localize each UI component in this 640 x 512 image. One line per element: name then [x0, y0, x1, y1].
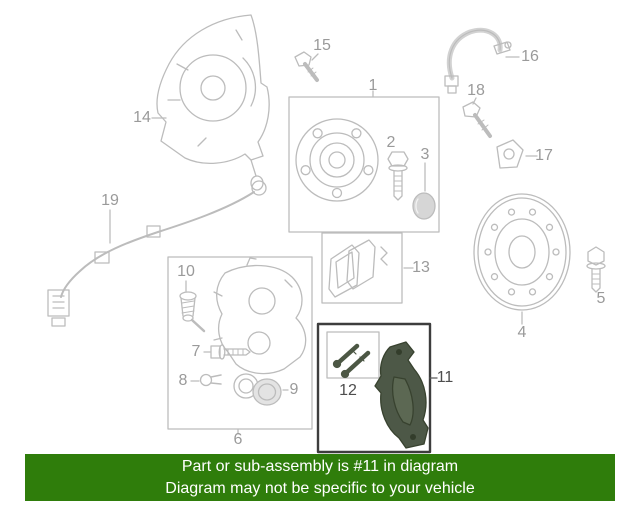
vehicle-note-banner: Part or sub-assembly is #11 in diagram D…: [25, 454, 615, 501]
callout-part-19: 19: [101, 192, 119, 209]
rotor-art: [473, 193, 571, 325]
callout-part-17: 17: [535, 147, 553, 164]
callout-part-6: 6: [233, 431, 243, 448]
abs-harness-art: [47, 180, 267, 327]
caliper-art: [213, 257, 307, 375]
brake-hose-art: [444, 27, 520, 94]
callout-part-7: 7: [191, 343, 201, 360]
callout-part-1: 1: [368, 77, 378, 94]
hub-assembly-art: [288, 90, 440, 233]
callout-part-5: 5: [596, 290, 606, 307]
splash-shield-art: [151, 14, 270, 191]
callout-part-2: 2: [386, 134, 396, 151]
piston-seal-art: [233, 373, 289, 406]
callout-part-15: 15: [313, 37, 331, 54]
fitting-8-art: [190, 373, 222, 387]
banner-part-note: Part or sub-assembly is #11 in diagram: [181, 458, 459, 475]
guide-boot-art: [179, 280, 206, 333]
callout-part-10: 10: [177, 263, 195, 280]
guide-pins-art: [332, 343, 371, 379]
bolt-5-art: [586, 246, 606, 293]
callout-part-13: 13: [412, 259, 430, 276]
brake-pads-art: [321, 232, 414, 304]
callout-part-3: 3: [420, 146, 430, 163]
callout-part-18: 18: [467, 82, 485, 99]
bolt-18-art: [462, 97, 492, 138]
bracket-17-art: [496, 139, 538, 169]
callout-part-9: 9: [289, 381, 299, 398]
callout-part-16: 16: [521, 48, 539, 65]
callout-part-4: 4: [517, 324, 527, 341]
callout-part-12: 12: [339, 382, 357, 399]
bolt-15-art: [294, 51, 319, 82]
callout-part-14: 14: [133, 109, 151, 126]
callout-part-8: 8: [178, 372, 188, 389]
banner-vehicle-note: Diagram may not be specific to your vehi…: [165, 480, 475, 497]
callout-part-11: 11: [436, 369, 454, 386]
bolt-2-art: [387, 151, 409, 201]
caliper-bracket-art: [374, 341, 438, 449]
bolt-7-art: [203, 344, 251, 360]
caliper-box-art: [167, 256, 313, 435]
cap-3-art: [412, 162, 436, 220]
